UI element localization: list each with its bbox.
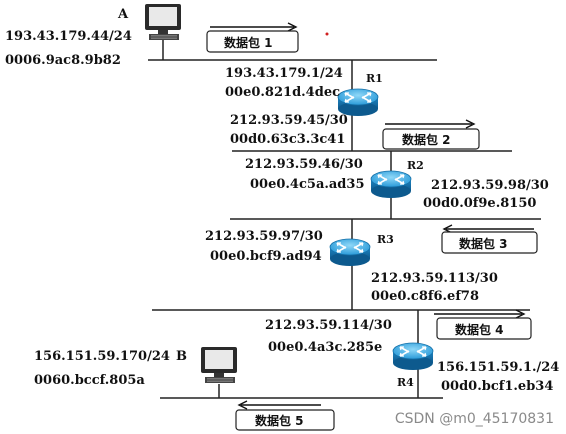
packet-2-arrowhead <box>465 119 476 129</box>
host-b-mac: 0060.bccf.805a <box>34 373 145 388</box>
packet-1-arrowhead <box>287 22 298 32</box>
packet-2-box <box>382 128 480 150</box>
packet-1: 数据包 1 <box>206 22 299 53</box>
router-r3-name: R3 <box>377 233 394 246</box>
packet-5: 数据包 5 <box>235 400 335 431</box>
host-b-ip: 156.151.59.170/24 <box>34 349 170 364</box>
packet-1-box <box>206 30 299 53</box>
packet-5-box <box>235 409 335 431</box>
r3-if2-mac: 00e0.c8f6.ef78 <box>371 289 479 304</box>
packet-4-arrowhead <box>515 309 526 319</box>
host-a-ip: 193.43.179.44/24 <box>5 29 132 44</box>
router-r4-name: R4 <box>397 376 414 389</box>
router-r2-icon <box>370 170 412 199</box>
packet-3-label: 数据包 3 <box>459 236 508 251</box>
packet-3-box <box>441 231 538 254</box>
packet-4: 数据包 4 <box>434 309 532 340</box>
r4-if1-mac: 00e0.4a3c.285e <box>268 340 382 355</box>
router-r2-name: R2 <box>407 159 424 172</box>
watermark: CSDN @m0_45170831 <box>395 411 554 427</box>
router-r1-icon <box>337 88 379 117</box>
packet-5-label: 数据包 5 <box>255 413 304 428</box>
computer-a-icon <box>145 4 181 40</box>
red-dot <box>325 32 329 36</box>
packet-4-label: 数据包 4 <box>455 322 504 337</box>
r2-if1-mac: 00e0.4c5a.ad35 <box>250 177 365 192</box>
packet-5-arrowhead <box>237 400 248 410</box>
r2-if2-ip: 212.93.59.98/30 <box>431 178 549 193</box>
r2-if2-mac: 00d0.0f9e.8150 <box>423 196 536 211</box>
packet-3: 数据包 3 <box>441 224 538 254</box>
r1-if1-ip: 193.43.179.1/24 <box>225 66 343 81</box>
router-r3-icon <box>329 238 371 267</box>
packet-4-box <box>436 317 532 340</box>
router-r1-name: R1 <box>366 72 383 85</box>
r1-if2-ip: 212.93.59.45/30 <box>230 113 348 128</box>
host-b-name: B <box>176 349 187 364</box>
computer-b-icon <box>201 347 237 383</box>
r4-if2-mac: 00d0.bcf1.eb34 <box>441 379 553 394</box>
r4-if2-ip: 156.151.59.1./24 <box>437 360 559 375</box>
packet-1-label: 数据包 1 <box>224 35 273 50</box>
r1-if1-mac: 00e0.821d.4dec <box>225 85 340 100</box>
r2-if1-ip: 212.93.59.46/30 <box>245 157 363 172</box>
r4-if1-ip: 212.93.59.114/30 <box>265 318 392 333</box>
r3-if2-ip: 212.93.59.113/30 <box>371 271 498 286</box>
packet-2: 数据包 2 <box>382 119 480 150</box>
packet-2-label: 数据包 2 <box>402 132 451 147</box>
host-a-mac: 0006.9ac8.9b82 <box>5 53 121 68</box>
host-a-name: A <box>117 7 129 22</box>
r1-if2-mac: 00d0.63c3.3c41 <box>230 132 345 147</box>
r3-if1-mac: 00e0.bcf9.ad94 <box>210 249 322 264</box>
r3-if1-ip: 212.93.59.97/30 <box>205 229 323 244</box>
router-r4-icon <box>392 342 434 371</box>
